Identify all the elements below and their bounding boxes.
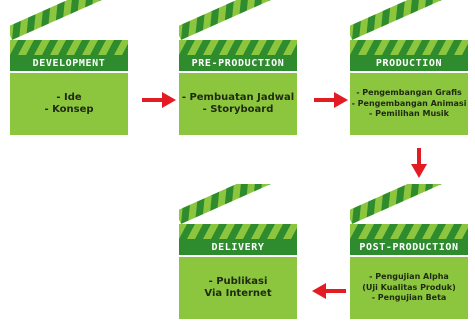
stage-item: - Pengembangan Grafis: [356, 87, 462, 97]
stage-production: PRODUCTION - Pengembangan Grafis - Penge…: [350, 0, 468, 135]
stage-item: - Pengujian Alpha: [369, 271, 449, 281]
stage-body: - Pengembangan Grafis - Pengembangan Ani…: [350, 73, 468, 135]
arrow-right-icon: [314, 92, 348, 108]
stage-item: Via Internet: [204, 288, 272, 299]
stage-delivery: DELIVERY - Publikasi Via Internet: [179, 184, 297, 319]
stage-title: PRE-PRODUCTION: [179, 55, 297, 73]
arrow-right-icon: [142, 92, 176, 108]
stage-item: - Pengembangan Animasi: [351, 98, 467, 108]
stage-title: POST-PRODUCTION: [350, 239, 468, 257]
stage-post-production: POST-PRODUCTION - Pengujian Alpha (Uji K…: [350, 184, 468, 319]
stage-body: - Ide - Konsep: [10, 73, 128, 135]
stage-title: DELIVERY: [179, 239, 297, 257]
clapperboard-top-icon: [350, 0, 468, 55]
stage-pre-production: PRE-PRODUCTION - Pembuatan Jadwal - Stor…: [179, 0, 297, 135]
arrow-left-icon: [312, 283, 346, 299]
stage-body: - Pengujian Alpha (Uji Kualitas Produk) …: [350, 257, 468, 319]
arrow-down-icon: [411, 148, 427, 178]
stage-body: - Publikasi Via Internet: [179, 257, 297, 319]
stage-item: - Publikasi: [208, 275, 268, 287]
clapperboard-top-icon: [350, 184, 468, 239]
stage-item: - Pembuatan Jadwal: [181, 91, 295, 103]
stage-item: - Pengujian Beta: [371, 293, 447, 303]
clapperboard-top-icon: [179, 0, 297, 55]
stage-item: - Ide: [56, 91, 82, 103]
stage-title: DEVELOPMENT: [10, 55, 128, 73]
stage-body: - Pembuatan Jadwal - Storyboard: [179, 73, 297, 135]
clapperboard-top-icon: [179, 184, 297, 239]
clapperboard-top-icon: [10, 0, 128, 55]
stage-item: - Pemilihan Musik: [368, 109, 449, 119]
stage-development: DEVELOPMENT - Ide - Konsep: [10, 0, 128, 135]
stage-item: - Konsep: [44, 104, 94, 115]
stage-item: - Storyboard: [202, 104, 274, 115]
stage-title: PRODUCTION: [350, 55, 468, 73]
stage-item: (Uji Kualitas Produk): [362, 282, 456, 292]
